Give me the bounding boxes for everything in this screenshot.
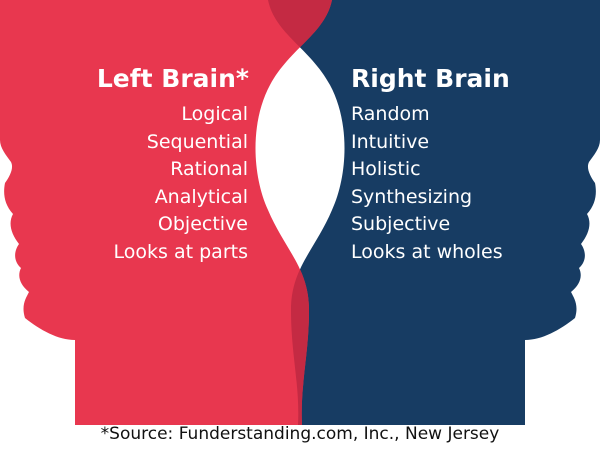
source-footnote: *Source: Funderstanding.com, Inc., New J… <box>100 424 500 444</box>
right-brain-traits: Random Intuitive Holistic Synthesizing S… <box>351 101 503 267</box>
left-trait-sequential: Sequential <box>146 130 248 153</box>
left-trait-rational: Rational <box>170 158 248 181</box>
right-trait-intuitive: Intuitive <box>351 130 430 153</box>
left-trait-analytical: Analytical <box>154 185 248 208</box>
left-brain-heading: Left Brain* <box>96 64 249 93</box>
right-trait-synthesizing: Synthesizing <box>351 185 473 208</box>
right-trait-random: Random <box>351 103 430 125</box>
right-trait-subjective: Subjective <box>351 213 451 236</box>
left-brain-traits: Logical Sequential Rational Analytical O… <box>114 101 248 267</box>
right-trait-holistic: Holistic <box>351 158 421 181</box>
left-trait-logical: Logical <box>181 103 248 125</box>
right-trait-looks-at-wholes: Looks at wholes <box>351 240 503 263</box>
right-brain-heading: Right Brain <box>351 64 510 93</box>
left-trait-objective: Objective <box>157 213 248 236</box>
left-trait-looks-at-parts: Looks at parts <box>113 240 248 263</box>
